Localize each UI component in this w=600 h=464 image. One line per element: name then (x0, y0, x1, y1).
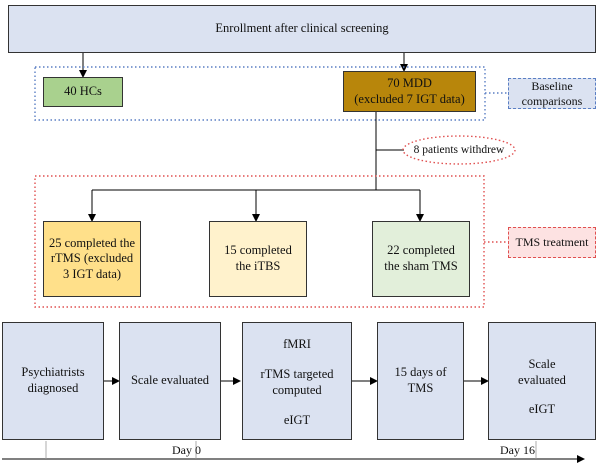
timeline-step-scale: Scale evaluated (119, 322, 221, 440)
day0-label: Day 0 (172, 443, 201, 458)
step-rtms-target-label: rTMS targeted computed (260, 367, 334, 397)
step-eigt-label: eIGT (283, 413, 311, 428)
tms-treatment-label: TMS treatment (515, 235, 589, 249)
sham-group-label: 22 completed the sham TMS (384, 243, 458, 273)
step-diagnosed-label: Psychiatrists diagnosed (21, 365, 85, 395)
mdd-label-line2: (excluded 7 IGT data) (354, 91, 465, 106)
itbs-group-label: 15 completed the iTBS (224, 243, 292, 273)
baseline-comparisons-tag: Baseline comparisons (508, 78, 596, 109)
timeline-step-final: Scale evaluated eIGT (488, 322, 596, 440)
timeline-step-tms-days: 15 days of TMS (377, 322, 464, 440)
withdrew-text: 8 patients withdrew (413, 143, 505, 156)
hcs-label: 40 HCs (64, 84, 102, 99)
baseline-label: Baseline comparisons (521, 78, 583, 108)
day16-text: Day 16 (500, 443, 535, 457)
day16-label: Day 16 (500, 443, 535, 458)
step-final-eigt-label: eIGT (528, 402, 556, 417)
step-scale-label: Scale evaluated (130, 373, 210, 388)
mdd-box: 70 MDD (excluded 7 IGT data) (343, 71, 476, 112)
timeline-step-diagnosed: Psychiatrists diagnosed (2, 322, 104, 440)
enrollment-label: Enrollment after clinical screening (215, 21, 389, 36)
rtms-group-box: 25 completed the rTMS (excluded 3 IGT da… (43, 221, 141, 297)
itbs-group-box: 15 completed the iTBS (209, 221, 307, 297)
enrollment-box: Enrollment after clinical screening (8, 5, 596, 53)
rtms-group-label: 25 completed the rTMS (excluded 3 IGT da… (48, 235, 136, 281)
withdrew-label: 8 patients withdrew (404, 141, 514, 159)
hcs-box: 40 HCs (43, 77, 123, 107)
step-fmri-label: fMRI (283, 337, 311, 351)
step-final-scale-label: Scale evaluated (518, 357, 566, 387)
step-tms-days-label: 15 days of TMS (394, 365, 447, 395)
timeline-step-fmri: fMRI rTMS targeted computed eIGT (242, 322, 352, 440)
mdd-label-line1: 70 MDD (387, 75, 432, 90)
tms-treatment-tag: TMS treatment (508, 227, 596, 258)
day0-text: Day 0 (172, 443, 201, 457)
sham-group-box: 22 completed the sham TMS (372, 221, 470, 297)
